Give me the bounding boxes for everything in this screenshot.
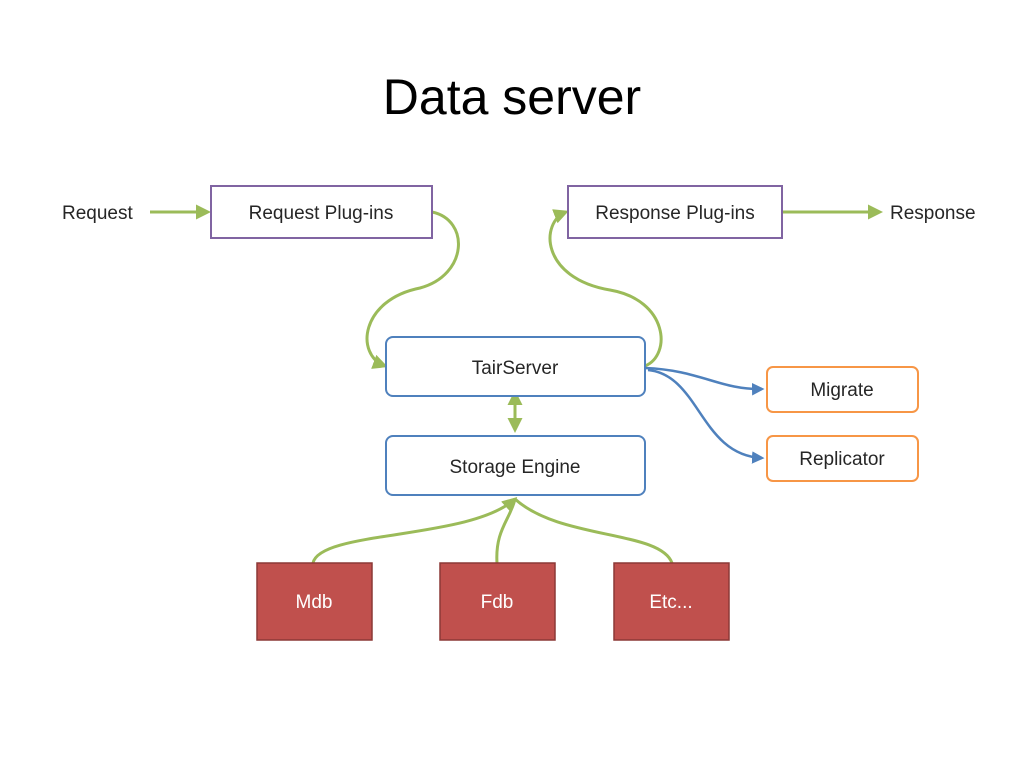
request-plugins-label: Request Plug-ins [249, 203, 394, 224]
mdb-box: Mdb [256, 562, 373, 641]
replicator-label: Replicator [799, 449, 885, 470]
fdb-box: Fdb [439, 562, 556, 641]
storage-engine-box: Storage Engine [385, 435, 646, 496]
migrate-box: Migrate [766, 366, 919, 413]
replicator-box: Replicator [766, 435, 919, 482]
tairserver-to-response-plugins-arrow [548, 209, 663, 368]
fdb-to-storage-arrow [495, 498, 517, 564]
migrate-label: Migrate [810, 380, 873, 401]
response-label: Response [890, 203, 976, 224]
response-plugins-box: Response Plug-ins [567, 185, 783, 239]
fdb-label: Fdb [481, 592, 514, 613]
page-title: Data server [382, 69, 642, 125]
request-label: Request [62, 203, 133, 224]
request-plugins-to-tairserver-arrow [365, 210, 460, 369]
storage-engine-label: Storage Engine [450, 457, 581, 478]
etc-box: Etc... [613, 562, 730, 641]
tairserver-to-migrate-arrow [644, 366, 765, 396]
etc-to-storage-arrow [513, 497, 674, 564]
response-plugins-label: Response Plug-ins [595, 203, 754, 224]
etc-label: Etc... [649, 592, 692, 613]
mdb-label: Mdb [296, 592, 333, 613]
mdb-to-storage-arrow [311, 496, 518, 564]
tairserver-box: TairServer [385, 336, 646, 397]
tairserver-label: TairServer [472, 358, 559, 379]
tairserver-to-replicator-arrow [647, 368, 765, 464]
request-plugins-box: Request Plug-ins [210, 185, 433, 239]
